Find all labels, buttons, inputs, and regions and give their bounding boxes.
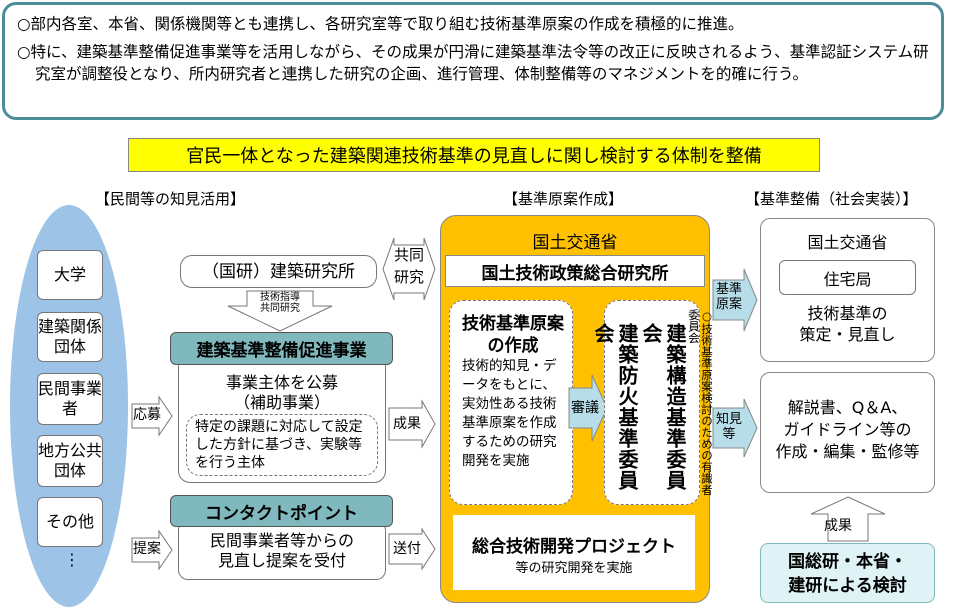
committee-structure: 建築構造基準委員会: [639, 323, 687, 491]
summary-box: ○部内各室、本省、関係機関等とも連携し、各研究室等で取り組む技術基準原案の作成を…: [2, 2, 944, 120]
contact-box: 民間事業者等からの 見直し提案を受付: [178, 520, 386, 580]
guidance-line: 技術指導: [260, 292, 300, 303]
section-draft: 【基準原案作成】: [503, 190, 624, 208]
entity-building-org: 建築関係団体: [37, 312, 103, 362]
guides-text1: 解説書、Q＆A、: [787, 398, 908, 417]
mlit-center-label: 国土交通省: [532, 233, 618, 253]
propose-arrow: [131, 529, 173, 571]
promotion-box: 事業主体を公募 （補助事業） 特定の課題に対応して設定した方針に基づき、実験等を…: [178, 355, 386, 483]
deliberation-arrow: [568, 374, 608, 442]
contact-title: コンタクトポイント: [170, 495, 393, 527]
ellipsis: ⋮: [64, 550, 80, 569]
entity-other: その他: [37, 497, 103, 547]
project-title: 総合技術開発プロジェクト: [472, 537, 676, 557]
housing-bureau-box: 住宅局: [779, 260, 916, 295]
committee-note: ○技術基準原案検討のための有識者委員会: [687, 309, 714, 496]
apply-arrow: [131, 395, 173, 437]
results-up-arrow: [810, 496, 886, 542]
review-text1: 国総研・本省・: [788, 552, 907, 572]
entity-local-gov: 地方公共団体: [37, 435, 103, 487]
project-box: 総合技術開発プロジェクト 等の研究開発を実施: [453, 515, 695, 590]
summary-bullet: ○部内各室、本省、関係機関等とも連携し、各研究室等で取り組む技術基準原案の作成を…: [17, 15, 744, 33]
nilim-box: 国土技術政策総合研究所: [445, 255, 705, 287]
mlit-right-label: 国土交通省: [807, 233, 888, 252]
apply-label: 応募: [133, 407, 161, 423]
entity-private-business: 民間事業者: [37, 373, 103, 425]
guidance-arrow: [227, 290, 333, 332]
mlit-right-box: 国土交通省 住宅局 技術基準の 策定・見直し: [760, 218, 935, 362]
guides-box: 解説書、Q＆A、 ガイドライン等の 作成・編集・監修等: [760, 372, 935, 493]
guidance-line: 共同研究: [260, 303, 300, 314]
draft-box: 技術基準原案の作成 技術的知見・データをもとに、実効性ある技術基準原案を作成する…: [449, 300, 573, 505]
contact-text2: 見直し提案を受付: [217, 551, 346, 570]
project-sub: 等の研究開発を実施: [515, 561, 633, 576]
mlit-right-text1: 技術基準の: [807, 304, 888, 323]
guides-text2: ガイドライン等の: [783, 420, 912, 439]
committee-fire: 建築防火基準委員会: [591, 323, 639, 491]
entity-university: 大学: [37, 250, 103, 300]
draft-body: 技術的知見・データをもとに、実効性ある技術基準原案を作成するための研究開発を実施: [462, 358, 557, 469]
draft-standard-label: 基準原案: [715, 282, 742, 312]
joint-research-arrow: [382, 237, 436, 301]
promotion-detail: 特定の課題に対応して設定した方針に基づき、実験等を行う主体: [186, 414, 378, 476]
draft-standard-arrow: [712, 268, 758, 332]
guidance-label: 技術指導共同研究: [250, 292, 310, 314]
summary-bullet: ○特に、建築基準整備促進事業等を活用しながら、その成果が円滑に建築基準法令等の改…: [17, 43, 929, 83]
committee-box: ○技術基準原案検討のための有識者委員会 建築構造基準委員会 建築防火基準委員会: [591, 300, 714, 505]
review-text2: 建研による検討: [788, 576, 907, 596]
banner: 官民一体となった建築関連技術基準の見直しに関し検討する体制を整備: [128, 138, 820, 172]
review-box: 国総研・本省・ 建研による検討: [760, 543, 935, 603]
propose-label: 提案: [133, 541, 161, 557]
promotion-line1: 事業主体を公募: [225, 373, 338, 392]
send-label: 送付: [393, 541, 421, 557]
joint-research-label: 共同研究: [393, 246, 424, 286]
knowledge-label: 知見等: [715, 412, 742, 442]
bri-box: （国研）建築研究所: [180, 255, 377, 288]
results-up-label: 成果: [824, 518, 852, 534]
knowledge-arrow: [712, 398, 758, 458]
promotion-line2: （補助事業）: [233, 393, 330, 412]
contact-text1: 民間事業者等からの: [209, 531, 354, 550]
results-arrow: [388, 399, 436, 449]
mlit-right-text2: 策定・見直し: [799, 325, 896, 344]
guides-text3: 作成・編集・監修等: [775, 442, 920, 461]
send-arrow: [388, 527, 436, 571]
promotion-title: 建築基準整備促進事業: [170, 332, 393, 365]
section-implement: 【基準整備（社会実装）】: [745, 190, 918, 208]
deliberation-label: 審議: [571, 400, 599, 416]
results-label: 成果: [393, 416, 421, 432]
section-private: 【民間等の知見活用】: [95, 190, 246, 208]
draft-title: 技術基準原案の作成: [462, 314, 564, 356]
